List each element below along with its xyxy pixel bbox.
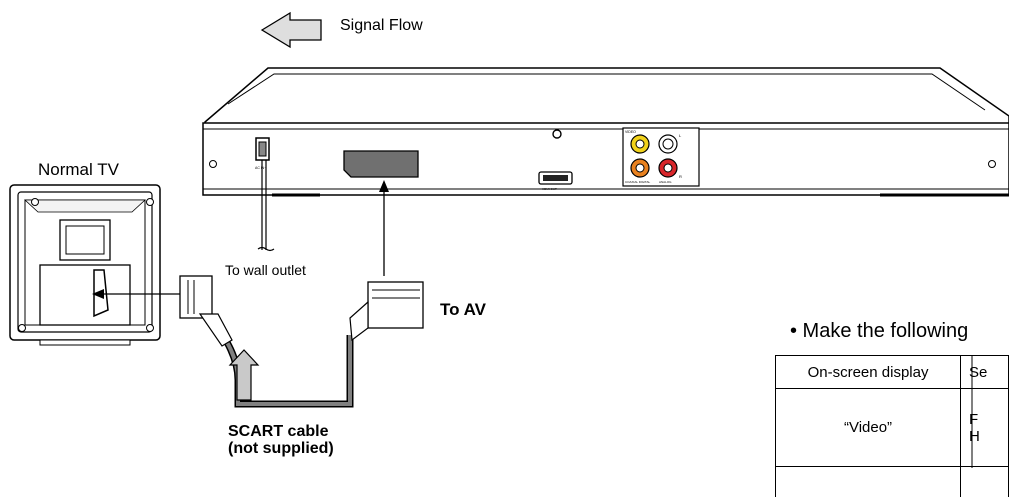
- settings-table: On-screen display Se “Video” F H: [774, 355, 1009, 497]
- scart-cable-label-line2: (not supplied): [228, 440, 334, 457]
- analog-port-label: ANALOG: [659, 180, 672, 184]
- scart-plug-right: [349, 281, 424, 342]
- scart-socket: [343, 150, 419, 178]
- wall-outlet-label: To wall outlet: [225, 262, 306, 278]
- scart-cable-label: SCART cable (not supplied): [228, 423, 334, 457]
- scart-cable: [179, 275, 424, 408]
- normal-tv-label: Normal TV: [38, 160, 119, 179]
- ac-in-port-label: AC IN~: [255, 166, 266, 170]
- to-av-label: To AV: [440, 300, 486, 319]
- instruction-text: • Make the following: [790, 320, 969, 342]
- table-cell-setting-line1: F: [969, 410, 979, 428]
- right-port-label: R: [679, 174, 682, 179]
- scart-plug-left: [179, 275, 233, 347]
- coaxial-port-label: COAXIAL DIGITAL: [625, 180, 651, 184]
- table-cell-setting-line2: H: [969, 427, 980, 445]
- table-cell-video: “Video”: [774, 388, 962, 467]
- hdmi-port-label: HDMI OUT: [542, 187, 557, 191]
- signal-direction-arrow-icon: [228, 349, 260, 401]
- table-row: “Video” F H: [774, 388, 1009, 467]
- power-cord: [257, 160, 275, 252]
- table-header-setting: Se: [960, 355, 1009, 389]
- table-header-on-screen-display: On-screen display: [774, 355, 962, 389]
- scart-cable-label-line1: SCART cable: [228, 423, 329, 440]
- table-cell-empty-2: [960, 466, 1009, 497]
- to-tv-arrow-icon: [92, 289, 180, 299]
- connection-diagram: VIDEO L R COAXIAL DIGITAL ANALOG HDMI OU…: [9, 11, 1009, 468]
- table-header-row: On-screen display Se: [774, 355, 1009, 389]
- dvd-player: VIDEO L R COAXIAL DIGITAL ANALOG HDMI OU…: [202, 67, 1009, 197]
- normal-tv: [9, 184, 161, 346]
- table-cell-setting: F H: [960, 388, 1009, 467]
- signal-flow-label: Signal Flow: [340, 17, 423, 34]
- table-row-empty: [774, 466, 1009, 497]
- video-port-label: VIDEO: [625, 130, 636, 134]
- table-cell-empty: [774, 466, 962, 497]
- signal-flow-arrow-icon: [260, 11, 322, 49]
- left-port-label: L: [679, 133, 682, 138]
- to-av-arrow-icon: [379, 180, 389, 276]
